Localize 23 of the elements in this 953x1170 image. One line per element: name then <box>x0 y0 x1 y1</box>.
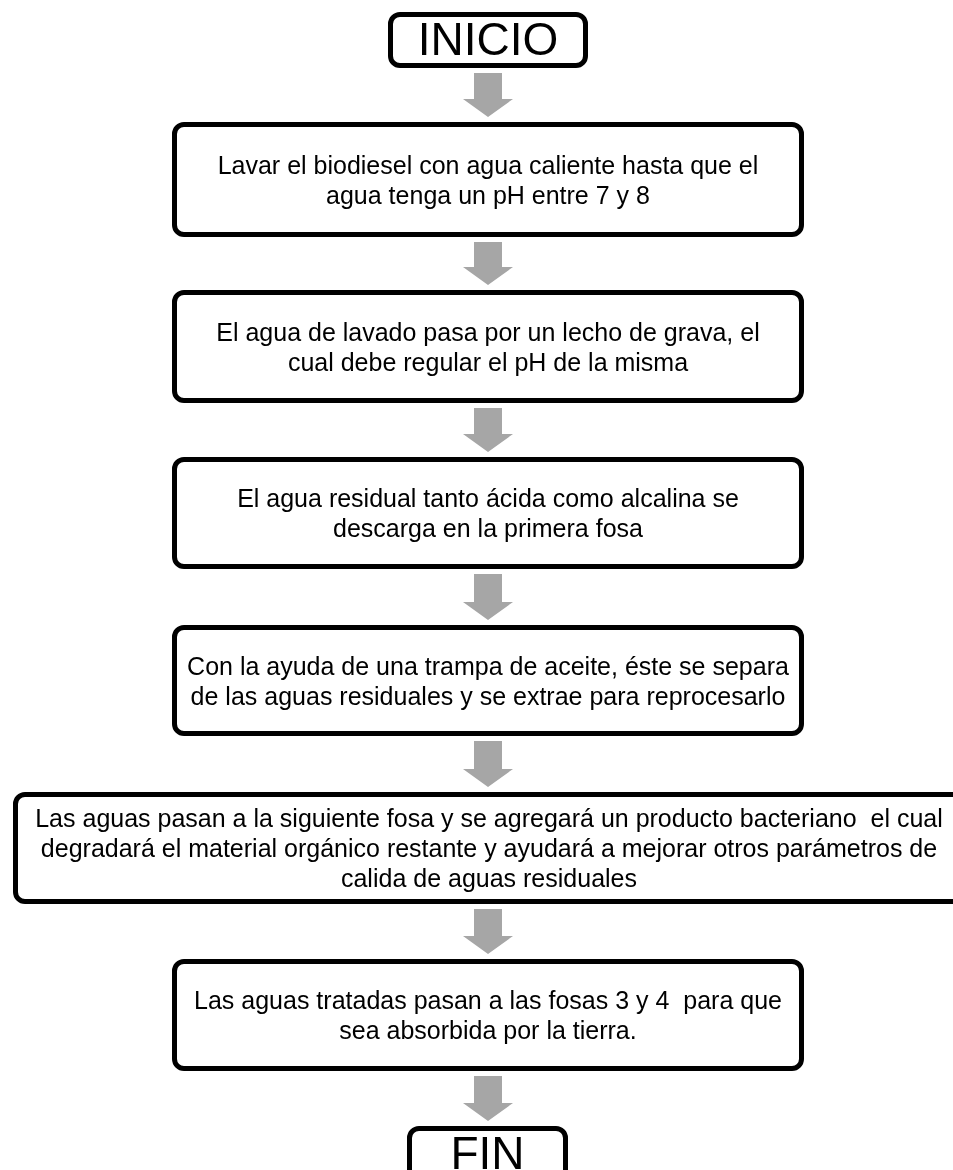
block-arrow <box>463 909 513 954</box>
step-text: FIN <box>450 1126 525 1170</box>
step-text: Con la ayuda de una trampa de aceite, éste se separa de las aguas residuales y se extrae para reprocesarlo <box>187 650 789 711</box>
block-arrow <box>463 574 513 620</box>
block-arrow <box>463 1076 513 1121</box>
step-text: Las aguas tratadas pasan a las fosas 3 y 4 para que sea absorbida por la tierra. <box>193 985 783 1045</box>
block-arrow <box>463 741 513 787</box>
block-arrow <box>463 408 513 452</box>
block-arrow <box>463 73 513 117</box>
process-box <box>172 959 804 1071</box>
terminal-box <box>407 1126 568 1170</box>
process-box <box>172 122 804 237</box>
process-box <box>172 290 804 403</box>
step-text: El agua residual tanto ácida como alcalina se descarga en la primera fosa <box>236 483 740 543</box>
terminal-box <box>388 12 588 68</box>
step-text: Las aguas pasan a la siguiente fosa y se agregará un producto bacteriano el cual degradará el material orgánico restante y ayudará a mejorar otros parámetros de calida de aguas residuales <box>34 803 944 893</box>
block-arrow <box>463 242 513 285</box>
process-box <box>172 457 804 569</box>
step-text: Lavar el biodiesel con agua caliente hasta que el agua tenga un pH entre 7 y 8 <box>216 149 760 210</box>
step-text: INICIO <box>417 12 559 68</box>
process-box <box>172 625 804 736</box>
process-box <box>13 792 953 904</box>
step-text: El agua de lavado pasa por un lecho de grava, el cual debe regular el pH de la misma <box>215 316 761 377</box>
